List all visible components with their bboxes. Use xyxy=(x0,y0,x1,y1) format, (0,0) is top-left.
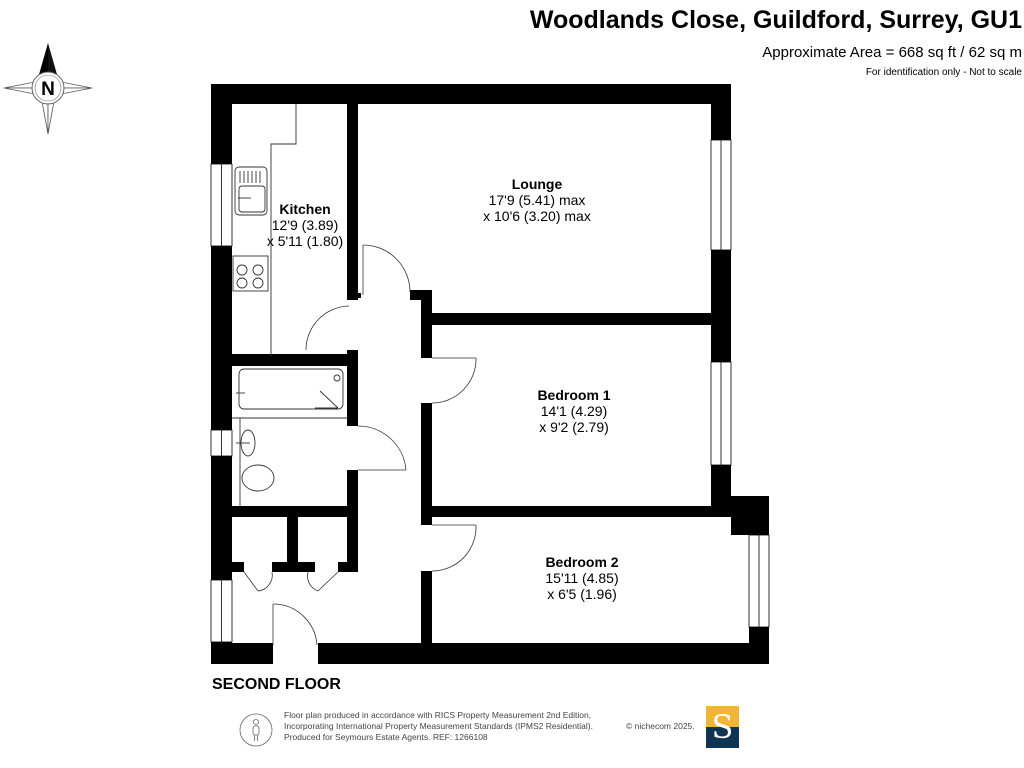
floor-name: SECOND FLOOR xyxy=(212,676,341,693)
footer-line-1: Floor plan produced in accordance with R… xyxy=(284,710,592,720)
room-dimension: 14'1 (4.29) xyxy=(540,403,608,419)
room-bedroom-1: Bedroom 1 14'1 (4.29) x 9'2 (2.79) xyxy=(514,387,634,435)
room-name: Lounge xyxy=(511,176,563,192)
compass-letter: N xyxy=(41,79,55,100)
person-measure-icon xyxy=(239,713,273,747)
room-dimension: x 5'11 (1.80) xyxy=(266,233,344,249)
room-name: Bedroom 1 xyxy=(537,387,611,403)
room-kitchen: Kitchen 12'9 (3.89) x 5'11 (1.80) xyxy=(255,201,355,249)
room-lounge: Lounge 17'9 (5.41) max x 10'6 (3.20) max xyxy=(467,176,607,224)
seymours-logo: S xyxy=(706,706,739,748)
room-dimension: x 10'6 (3.20) max xyxy=(483,208,591,224)
room-dimension: 12'9 (3.89) xyxy=(271,217,339,233)
north-compass-icon: N xyxy=(3,43,93,135)
scale-disclaimer: For identification only - Not to scale xyxy=(865,67,1022,78)
room-name: Kitchen xyxy=(279,201,331,217)
room-dimension: 15'11 (4.85) xyxy=(545,570,619,586)
footer: Floor plan produced in accordance with R… xyxy=(236,708,736,753)
footer-line-3: Produced for Seymours Estate Agents. REF… xyxy=(284,732,488,742)
room-bedroom-2: Bedroom 2 15'11 (4.85) x 6'5 (1.96) xyxy=(522,554,642,602)
approximate-area: Approximate Area = 668 sq ft / 62 sq m xyxy=(762,44,1022,61)
copyright: © nichecom 2025. xyxy=(626,721,695,731)
room-dimension: 17'9 (5.41) max xyxy=(488,192,586,208)
footer-line-2: Incorporating International Property Mea… xyxy=(284,721,593,731)
room-dimension: x 9'2 (2.79) xyxy=(539,419,609,435)
logo-letter: S xyxy=(711,708,734,746)
property-title: Woodlands Close, Guildford, Surrey, GU1 xyxy=(529,6,1022,34)
room-name: Bedroom 2 xyxy=(545,554,619,570)
footer-notes: Floor plan produced in accordance with R… xyxy=(284,710,593,743)
room-dimension: x 6'5 (1.96) xyxy=(547,586,617,602)
